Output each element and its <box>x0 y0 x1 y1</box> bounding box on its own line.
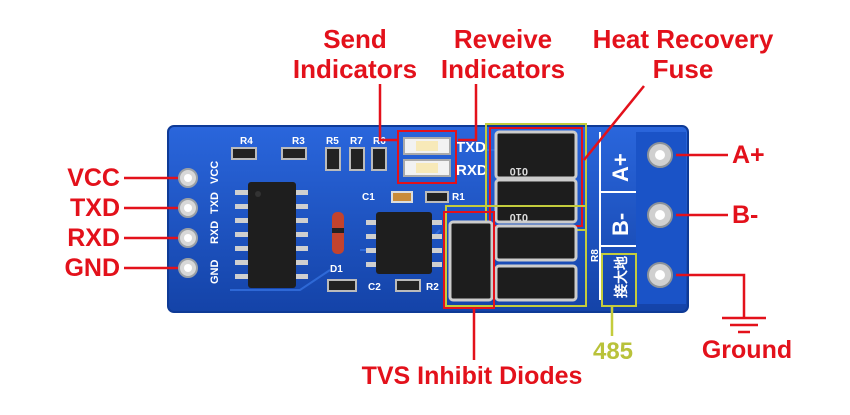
fuse-marking-1: 010 <box>510 165 528 177</box>
pin-label-vcc: VCC <box>67 164 120 192</box>
secondary-chip <box>366 212 442 274</box>
fuse-label: Heat Recovery Fuse <box>592 24 774 84</box>
silk-vcc: VCC <box>209 161 221 184</box>
d1-diode <box>332 212 344 254</box>
rs485-label: 485 <box>592 338 634 365</box>
fuses <box>494 130 578 224</box>
silk-r3: R3 <box>292 136 305 147</box>
silk-gnd: GND <box>209 260 221 285</box>
silk-r5: R5 <box>326 136 339 147</box>
resistors-top <box>231 147 387 171</box>
silk-led-rxd: RXD <box>456 162 488 179</box>
send-indicator-highlight <box>397 130 457 184</box>
tvs-highlight-olive <box>445 205 587 307</box>
led-indicators <box>403 137 451 177</box>
fuse-marking-2: 010 <box>510 211 528 223</box>
ground-cn-highlight <box>601 253 637 307</box>
send-indicators-label: Send Indicators <box>292 24 418 84</box>
silk-r1: R1 <box>452 192 465 203</box>
pin-label-rxd: RXD <box>67 224 120 252</box>
pin-label-gnd: GND <box>64 254 120 282</box>
silk-c2: C2 <box>368 282 381 293</box>
silk-a-plus: A+ <box>608 153 633 182</box>
silk-d1: D1 <box>330 264 343 275</box>
silk-txd: TXD <box>209 192 221 214</box>
silk-b-minus: B- <box>608 213 633 236</box>
tvs-highlight-red <box>443 211 495 309</box>
ground-label: Ground <box>701 336 793 364</box>
silk-ground-cn: 接大地 <box>613 256 629 298</box>
silk-r8: R8 <box>590 249 601 262</box>
tvs-diodes <box>448 220 578 302</box>
receive-indicators-label: Reveive Indicators <box>440 24 566 84</box>
silk-rxd: RXD <box>209 221 221 244</box>
transceiver-chip <box>235 182 308 288</box>
silk-r4: R4 <box>240 136 253 147</box>
silk-r2: R2 <box>426 282 439 293</box>
tvs-label: TVS Inhibit Diodes <box>361 362 583 390</box>
pin-label-txd: TXD <box>70 194 120 222</box>
terminal-label-a: A+ <box>732 141 765 169</box>
terminal-block <box>636 132 686 304</box>
silk-led-txd: TXD <box>456 139 486 156</box>
silk-r7: R7 <box>350 136 363 147</box>
silk-r6: R6 <box>373 136 386 147</box>
header-pins <box>178 168 198 278</box>
silk-c1: C1 <box>362 192 375 203</box>
callout-lines <box>124 84 766 360</box>
terminal-label-b: B- <box>732 201 759 229</box>
